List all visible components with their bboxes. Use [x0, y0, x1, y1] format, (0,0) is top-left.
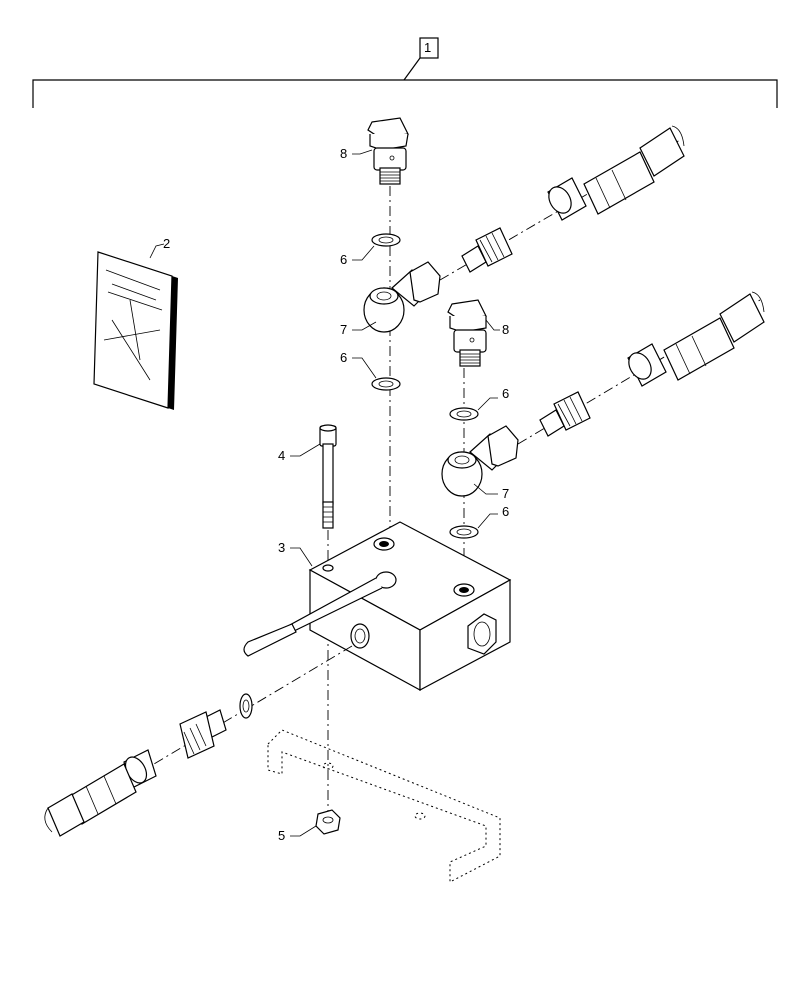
hose-assembly-left	[44, 749, 157, 837]
sealing-washer-left	[239, 693, 253, 719]
cap-screw	[319, 424, 337, 529]
banjo-bolt-lower	[447, 299, 487, 367]
callout-7-b: 7	[502, 486, 509, 501]
mounting-bracket	[267, 729, 501, 883]
sealing-washer-4	[449, 525, 479, 539]
banjo-fitting-upper	[363, 261, 441, 333]
hose-assembly-upper	[547, 125, 685, 221]
assembly-bracket	[32, 37, 778, 108]
instruction-manual	[93, 251, 178, 410]
callout-1: 1	[424, 40, 431, 55]
adapter-fitting-left	[179, 709, 227, 759]
hose-assembly-lower	[627, 291, 765, 387]
callout-6-a: 6	[340, 252, 347, 267]
callout-6-d: 6	[502, 504, 509, 519]
callout-4: 4	[278, 448, 285, 463]
sealing-washer-3	[449, 407, 479, 421]
callout-3: 3	[278, 540, 285, 555]
sealing-washer-1	[371, 233, 401, 247]
callout-6-b: 6	[340, 350, 347, 365]
banjo-bolt-upper	[367, 117, 409, 185]
adapter-fitting-upper	[461, 227, 513, 273]
callout-8-lower: 8	[502, 322, 509, 337]
banjo-fitting-lower	[441, 425, 519, 497]
adapter-fitting-lower	[539, 391, 591, 437]
hex-nut	[315, 809, 341, 835]
callout-6-c: 6	[502, 386, 509, 401]
callout-5: 5	[278, 828, 285, 843]
callout-8-upper: 8	[340, 146, 347, 161]
callout-2: 2	[163, 236, 170, 251]
sealing-washer-2	[371, 377, 401, 391]
callout-7-a: 7	[340, 322, 347, 337]
valve-lever	[243, 571, 397, 657]
